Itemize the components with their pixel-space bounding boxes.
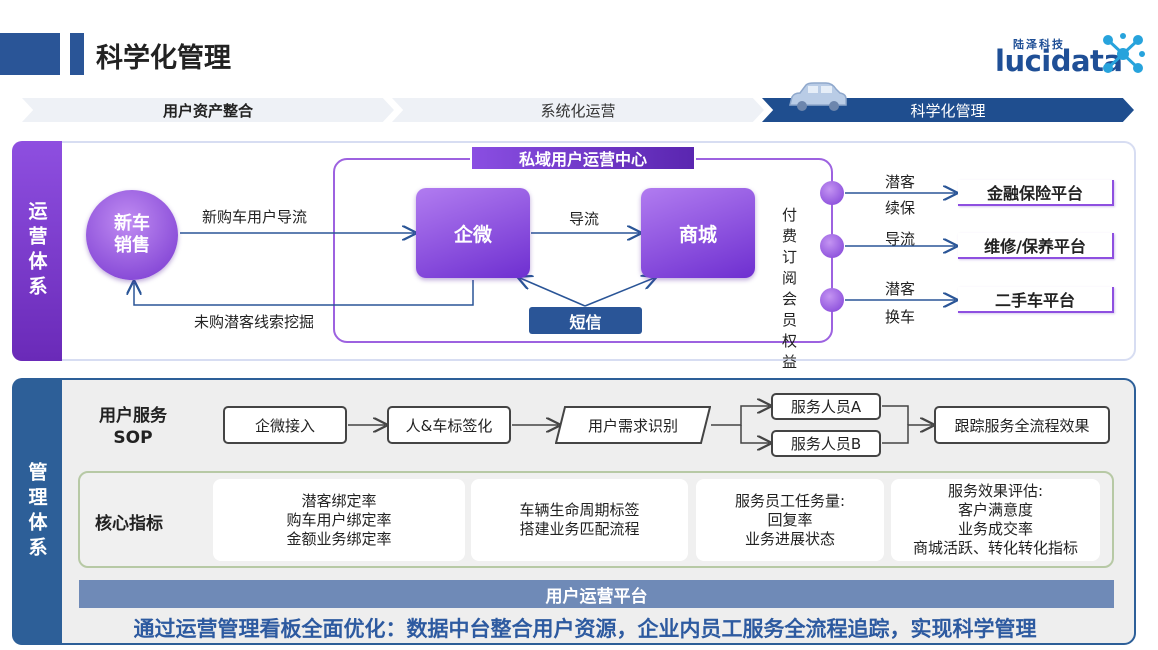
page-title: 科学化管理 <box>96 43 231 74</box>
kpi-line: 业务进展状态 <box>744 529 835 548</box>
sop-staff-b: 服务人员B <box>771 430 881 457</box>
kpi-line: 服务员工任务量: <box>734 491 846 510</box>
management-side-label: 管理体系 <box>12 378 62 645</box>
sop-title: 用户服务 SOP <box>92 405 174 449</box>
sms-node: 短信 <box>529 307 642 334</box>
operations-side-label: 运营体系 <box>12 141 62 361</box>
user-ops-platform-bar: 用户运营平台 <box>79 580 1114 608</box>
sop-title-line-1: 用户服务 <box>99 406 167 426</box>
kpi-line: 回复率 <box>767 510 813 529</box>
kpi-line: 金额业务绑定率 <box>286 529 392 548</box>
kpi-line: 业务成交率 <box>957 520 1033 538</box>
branch-3-top-label: 潜客 <box>885 280 916 298</box>
repair-maintenance-platform: 维修/保养平台 <box>958 233 1114 259</box>
sop-title-line-2: SOP <box>113 428 153 448</box>
summary-slogan: 通过运营管理看板全面优化：数据中台整合用户资源，企业内员工服务全流程追踪，实现科… <box>133 617 1037 641</box>
kpi-line: 车辆生命周期标签 <box>519 501 640 519</box>
branch-2-top-label: 导流 <box>885 230 916 248</box>
stage-user-asset: 用户资产整合 <box>22 98 394 122</box>
kpi-card-lifecycle: 车辆生命周期标签 搭建业务匹配流程 <box>471 479 688 561</box>
kpi-line: 搭建业务匹配流程 <box>519 520 640 538</box>
sop-staff-a: 服务人员A <box>771 393 881 420</box>
mall-node: 商城 <box>641 188 755 278</box>
wecom-node: 企微 <box>416 188 530 278</box>
logo-molecule-icon <box>1103 33 1145 73</box>
flow-label: 导流 <box>569 210 600 228</box>
logo-chinese-name: 陆泽科技 <box>1013 38 1065 51</box>
kpi-card-staff-workload: 服务员工任务量: 回复率 业务进展状态 <box>696 479 884 561</box>
sop-step-tagging: 人&车标签化 <box>387 406 511 444</box>
header-accent-bar-small <box>70 33 84 75</box>
sop-step-wecom-access: 企微接入 <box>223 406 347 444</box>
branch-3-bottom-label: 换车 <box>885 308 916 326</box>
kpi-line: 购车用户绑定率 <box>286 510 392 529</box>
branch-dot <box>820 181 844 205</box>
kpi-line: 商城活跃、转化转化指标 <box>912 539 1078 557</box>
logo-text: lucidata <box>995 44 1123 78</box>
branch-1-bottom-label: 续保 <box>885 199 916 217</box>
sop-step-need-identification: 用户需求识别 <box>555 406 711 444</box>
kpi-card-binding: 潜客绑定率 购车用户绑定率 金额业务绑定率 <box>213 479 465 561</box>
finance-insurance-platform: 金融保险平台 <box>958 180 1114 206</box>
new-buyer-flow-label: 新购车用户导流 <box>202 208 308 226</box>
kpi-card-service-evaluation: 服务效果评估: 客户满意度 业务成交率 商城活跃、转化转化指标 <box>891 479 1100 561</box>
core-kpi-title: 核心指标 <box>95 514 163 534</box>
sop-step-track-effect: 跟踪服务全流程效果 <box>934 406 1110 444</box>
branch-dot <box>820 288 844 312</box>
stage-systematic-ops: 系统化运营 <box>392 98 764 122</box>
header-accent-bar <box>0 33 60 75</box>
kpi-line: 服务效果评估: <box>947 482 1044 500</box>
branch-dot <box>820 234 844 258</box>
kpi-line: 潜客绑定率 <box>301 491 377 510</box>
new-car-label-2: 销售 <box>114 235 150 256</box>
kpi-line: 客户满意度 <box>957 501 1033 519</box>
branch-1-top-label: 潜客 <box>885 173 916 191</box>
private-ops-center-title: 私域用户运营中心 <box>470 145 696 171</box>
new-car-label-1: 新车 <box>114 213 150 234</box>
paid-benefits-label: 付费订阅会员权益 <box>782 206 798 371</box>
potential-mining-label: 未购潜客线索挖掘 <box>194 313 315 331</box>
car-icon <box>789 82 847 111</box>
sop-step-need-label: 用户需求识别 <box>587 416 678 435</box>
used-car-platform: 二手车平台 <box>958 287 1114 313</box>
new-car-sales-node: 新车销售 <box>86 190 178 280</box>
